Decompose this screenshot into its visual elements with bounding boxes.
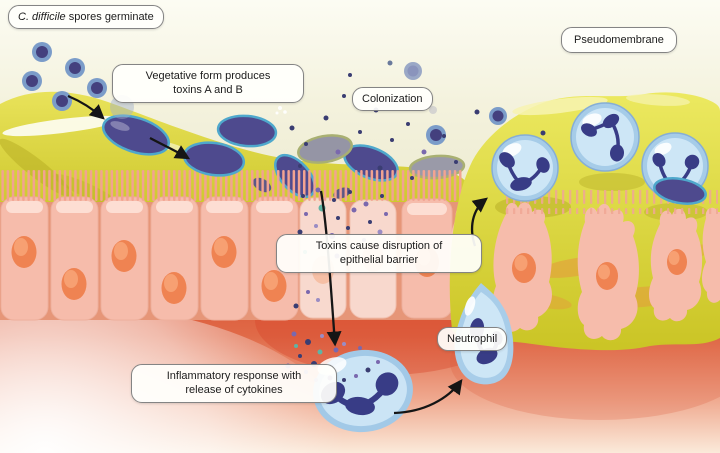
- mucus-wave-highlight: [2, 115, 122, 137]
- spore-cluster: [22, 42, 507, 145]
- pseudomembrane-neutrophils: [491, 102, 709, 205]
- spore-icon: [426, 125, 446, 145]
- spore-icon: [52, 91, 72, 111]
- arrow-spores-to-vegetative: [67, 94, 105, 120]
- neutrophil-cell: [570, 102, 640, 172]
- epithelial-cell: [50, 196, 99, 321]
- label-colonization: Colonization: [352, 87, 433, 112]
- label-neutrophil: Neutrophil: [437, 327, 508, 352]
- epithelial-cell: [250, 196, 299, 321]
- toxin-dots-colonization: [275, 60, 546, 180]
- spore-icon: [87, 78, 107, 98]
- label-spores-germinate: C. difficile spores germinate: [8, 5, 164, 30]
- vegetative-bacterium: [653, 177, 707, 205]
- epithelial-cell: [150, 196, 199, 321]
- vegetative-bacteria-floating: [101, 114, 353, 177]
- epithelial-cell-row: [0, 196, 299, 321]
- label-inflammatory-response: Inflammatory response with release of cy…: [131, 364, 337, 403]
- epithelial-cell: [200, 196, 249, 321]
- damaged-epithelial-cells-right: [492, 202, 720, 341]
- spore-icon: [22, 71, 42, 91]
- label-toxin-disruption: Toxins cause disruption of epithelial ba…: [276, 234, 482, 273]
- arrow-neutrophil-migration: [393, 378, 463, 415]
- vegetative-bacterium: [101, 114, 171, 156]
- inflammatory-neutrophil: [313, 349, 413, 433]
- epithelial-cell: [0, 196, 49, 321]
- gray-bacterium: [297, 134, 353, 164]
- spore-icon: [65, 58, 85, 78]
- label-vegetative-toxins: Vegetative form produces toxins A and B: [112, 64, 304, 103]
- species-name: C. difficile: [18, 11, 66, 23]
- label-pseudomembrane: Pseudomembrane: [561, 27, 677, 54]
- neutrophil-cell: [491, 134, 559, 202]
- arrow-vegetative-spread: [149, 136, 191, 160]
- vegetative-bacterium: [216, 114, 278, 148]
- spore-icon: [489, 107, 507, 125]
- epithelial-cell: [100, 196, 149, 321]
- spore-icon: [404, 62, 422, 80]
- spore-icon: [32, 42, 52, 62]
